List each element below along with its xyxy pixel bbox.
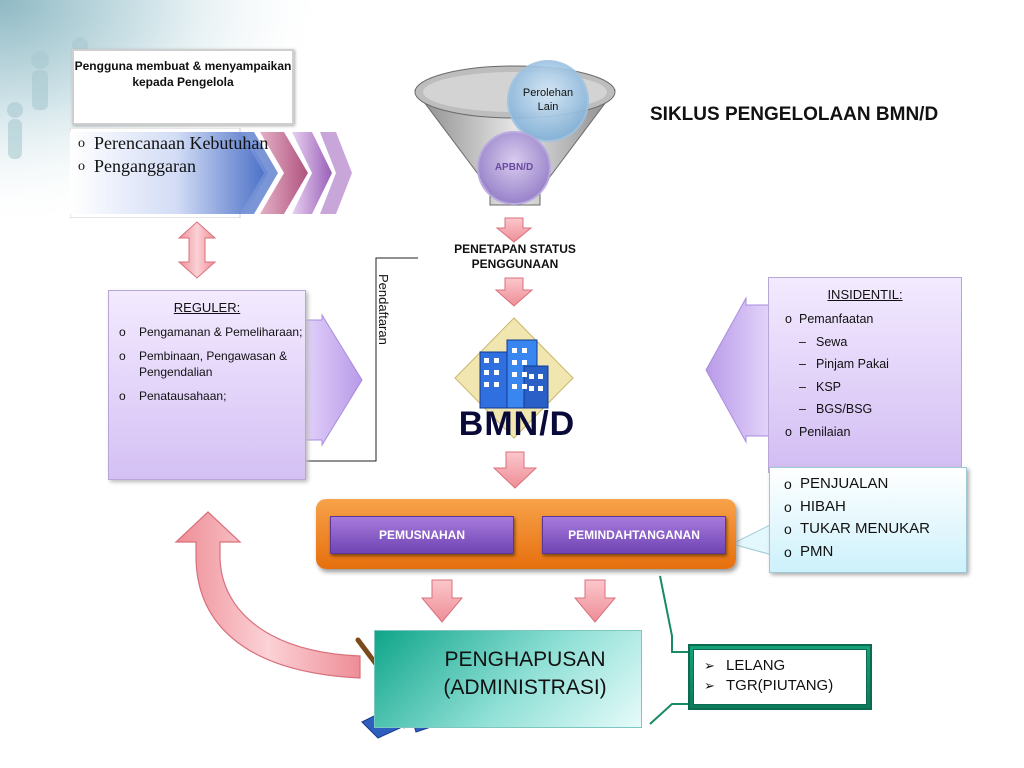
arrow-pemusnahan-down: [420, 579, 464, 623]
pemindahtanganan-item: PMN: [784, 541, 930, 564]
pendaftaran-line: [256, 257, 418, 462]
arrow-status-to-bmn: [494, 277, 534, 307]
insidentil-subitem: BGS/BSG: [785, 398, 889, 421]
status-label: PENETAPAN STATUS PENGGUNAAN: [454, 242, 576, 271]
connector-to-penghapusan: [649, 703, 688, 725]
lelang-item: TGR(PIUTANG): [704, 676, 833, 696]
insidentil-box: INSIDENTIL: Pemanfaatan Sewa Pinjam Paka…: [768, 277, 962, 473]
funnel-label-perolehan: Perolehan Lain: [522, 87, 574, 113]
insidentil-item: Penilaian: [785, 421, 889, 444]
pemindahtanganan-list-box: PENJUALAN HIBAH TUKAR MENUKAR PMN: [769, 467, 967, 573]
double-arrow-planning-reguler: [177, 221, 217, 279]
lelang-item: LELANG: [704, 656, 833, 676]
insidentil-subitem: KSP: [785, 376, 889, 399]
reguler-box: REGULER: Pengamanan & Pemeliharaan; Pemb…: [108, 290, 306, 480]
penghapusan-line2: (ADMINISTRASI): [443, 676, 607, 699]
pemindahtanganan-item: PENJUALAN: [784, 473, 930, 496]
planning-item: Penganggaran: [76, 155, 268, 178]
arrow-pemindahtanganan-down: [573, 579, 617, 623]
penghapusan-label: PENGHAPUSAN (ADMINISTRASI): [415, 646, 635, 702]
pemindahtanganan-item: HIBAH: [784, 496, 930, 519]
insidentil-title: INSIDENTIL:: [827, 287, 903, 302]
funnel-label-apbn: APBN/D: [494, 162, 534, 173]
funnel-icon: [414, 60, 616, 206]
action-bar: PEMUSNAHAN PEMINDAHTANGANAN: [316, 499, 736, 569]
insidentil-item: Pemanfaatan: [785, 308, 889, 331]
penghapusan-box: PENGHAPUSAN (ADMINISTRASI): [374, 630, 642, 728]
reguler-item: Pembinaan, Pengawasan & Pengendalian: [117, 348, 305, 380]
reguler-item: Penatausahaan;: [117, 388, 305, 404]
bmn-label: BMN/D: [458, 405, 576, 443]
arrow-reguler-to-bmn: [299, 313, 363, 447]
diagram-title: SIKLUS PENGELOLAAN BMN/D: [650, 104, 939, 125]
insidentil-subitem: Sewa: [785, 331, 889, 354]
arrow-funnel-to-status: [495, 217, 533, 243]
pemindahtanganan-item: TUKAR MENUKAR: [784, 518, 930, 541]
return-arrow: [174, 511, 361, 679]
reguler-title: REGULER:: [173, 300, 241, 315]
planning-header-box: Pengguna membuat & menyampaikan kepada P…: [72, 49, 294, 125]
lelang-box: LELANG TGR(PIUTANG): [688, 644, 872, 710]
pemusnahan-button[interactable]: PEMUSNAHAN: [330, 516, 514, 554]
connector-to-lelang: [659, 575, 688, 653]
arrow-insidentil-to-bmn: [705, 296, 773, 444]
pemindahtanganan-button[interactable]: PEMINDAHTANGANAN: [542, 516, 726, 554]
building-icon: [454, 317, 574, 439]
insidentil-subitem: Pinjam Pakai: [785, 353, 889, 376]
planning-item: Perencanaan Kebutuhan: [76, 132, 268, 155]
reguler-item: Pengamanan & Pemeliharaan;: [117, 324, 305, 340]
arrow-bmn-to-bar: [492, 451, 538, 489]
planning-list-box: Perencanaan Kebutuhan Penganggaran: [70, 128, 352, 218]
pendaftaran-label: Pendaftaran: [376, 274, 391, 345]
penghapusan-line1: PENGHAPUSAN: [444, 648, 606, 671]
